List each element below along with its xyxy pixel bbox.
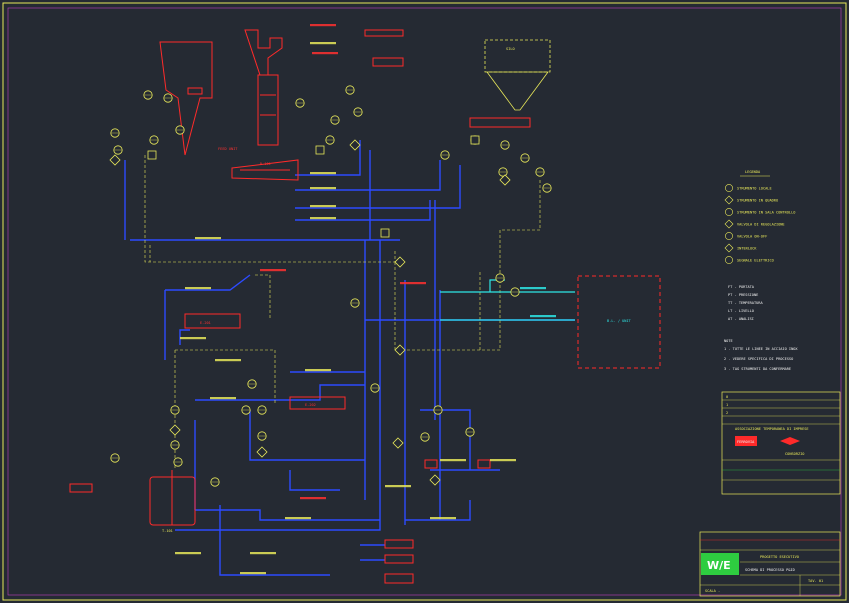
- company-b-logo: [780, 437, 800, 445]
- interlock-diamond[interactable]: [256, 446, 268, 458]
- note-line: 1 - TUTTE LE LINEE IN ACCIAIO INOX: [724, 347, 798, 351]
- instruments[interactable]: [109, 85, 552, 487]
- legend-code: PT - PRESSIONE: [728, 293, 758, 297]
- note-line: 3 - TAG STRUMENTI DA CONFERMARE: [724, 367, 791, 371]
- ati-stamp: ASSOCIAZIONE TEMPORANEA DI IMPRESE: [735, 427, 809, 431]
- tank-label: T-101: [162, 529, 173, 533]
- drawing-scale: SCALA -: [705, 589, 720, 593]
- battery-limit-label: B.L. / UNIT: [607, 319, 632, 323]
- drawing-subtitle: SCHEMA DI PROCESSO P&ID: [745, 568, 795, 572]
- legend-item: STRUMENTO IN QUADRO: [737, 198, 778, 202]
- company-b: CONSORZIO: [785, 452, 804, 456]
- interlock-diamond[interactable]: [499, 174, 511, 186]
- legend-item: SEGNALE ELETTRICO: [737, 258, 774, 262]
- revision-row: 2: [726, 411, 728, 415]
- legend-code: FT - PORTATA: [728, 285, 755, 289]
- drawing-number: TAV. 01: [808, 579, 823, 583]
- legend-item: STRUMENTO IN SALA CONTROLLO: [737, 210, 795, 214]
- title-logo: W/E: [707, 559, 731, 572]
- company-a: FERROVIA: [737, 440, 755, 444]
- inner-frame: [7, 7, 842, 596]
- line-labels: [175, 24, 556, 575]
- revision-row: 1: [726, 403, 728, 407]
- panel-instrument[interactable]: [470, 135, 480, 145]
- title-block: W/E PROGETTO ESECUTIVO SCHEMA DI PROCESS…: [699, 531, 841, 597]
- interlock-diamond[interactable]: [349, 139, 361, 151]
- legend-item: STRUMENTO LOCALE: [737, 186, 772, 190]
- exchanger-1-label: E-201: [200, 321, 211, 325]
- legend-code: AT - ANALISI: [728, 317, 754, 321]
- legend-item: VALVOLA DI REGOLAZIONE: [737, 222, 785, 226]
- panel-instrument[interactable]: [380, 228, 390, 238]
- process-lines: [124, 140, 575, 576]
- legend-title: LEGENDA: [745, 170, 761, 174]
- feed-unit-label: FEED UNIT: [218, 147, 238, 151]
- revision-row: 0: [726, 395, 728, 399]
- panel-instrument[interactable]: [147, 150, 157, 160]
- project-name: PROGETTO ESECUTIVO: [760, 555, 799, 559]
- equipment: [69, 29, 661, 584]
- interlock-diamond[interactable]: [394, 344, 406, 356]
- legend-code: TT - TEMPERATURA: [728, 301, 763, 305]
- note-line: 2 - VEDERE SPECIFICA DI PROCESSO: [724, 357, 793, 361]
- panel-instrument[interactable]: [315, 145, 325, 155]
- signal-lines: [144, 155, 541, 470]
- notes-title: NOTE: [724, 339, 733, 343]
- silo-label: SILO: [506, 47, 515, 51]
- interlock-diamond[interactable]: [109, 154, 121, 166]
- exchanger-2-label: E-202: [305, 403, 316, 407]
- silo-outline: [484, 39, 551, 111]
- legend: LEGENDA STRUMENTO LOCALE STRUMENTO IN QUA…: [724, 170, 798, 371]
- legend-item: VALVOLA ON-OFF: [737, 234, 767, 238]
- interlock-diamond[interactable]: [392, 437, 404, 449]
- legend-item: INTERLOCK: [737, 246, 757, 250]
- interlock-diamond[interactable]: [429, 474, 441, 486]
- legend-code: LT - LIVELLO: [728, 309, 754, 313]
- revision-block: ASSOCIAZIONE TEMPORANEA DI IMPRESE FERRO…: [721, 391, 841, 495]
- interlock-diamond[interactable]: [169, 424, 181, 436]
- interlock-diamond[interactable]: [394, 256, 406, 268]
- reactor-label: R-101: [260, 162, 271, 166]
- utility-lines: [440, 279, 575, 321]
